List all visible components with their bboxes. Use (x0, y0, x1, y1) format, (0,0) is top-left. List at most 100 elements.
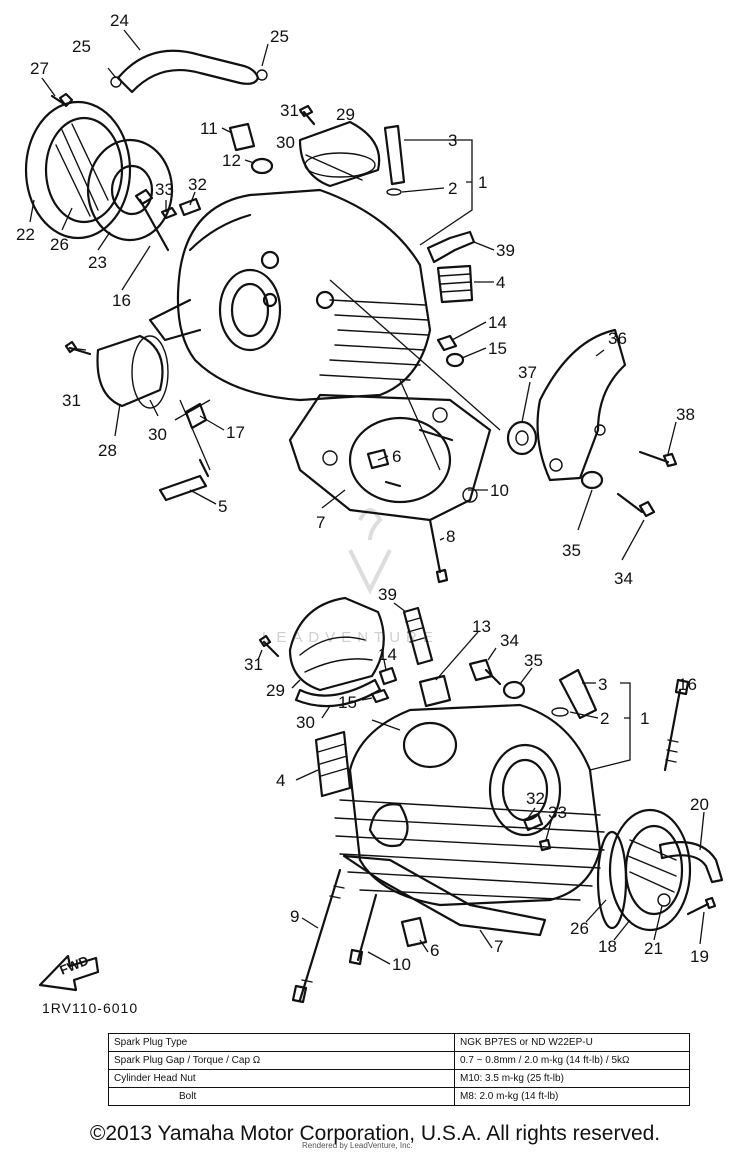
washer (370, 688, 390, 704)
table-row: Spark Plug Gap / Torque / Cap Ω 0.7 ~ 0.… (108, 1051, 690, 1070)
head-gasket (288, 393, 492, 522)
spec-value: M8: 2.0 m-kg (14 ft-lb) (454, 1087, 690, 1106)
callout-label: 37 (518, 363, 537, 382)
gasket-hole (432, 407, 448, 423)
bracket-washer (580, 470, 604, 490)
callout-label: 19 (690, 947, 709, 966)
fwd-label: FWD (58, 953, 91, 978)
spark-plug (402, 606, 434, 666)
intake-port-inner (230, 282, 270, 338)
table-row: Bolt M8: 2.0 m-kg (14 ft-lb) (108, 1087, 690, 1106)
cap-nut (228, 122, 256, 152)
callout-label: 18 (598, 937, 617, 956)
callout-label: 1 (478, 173, 487, 192)
callout-label: 31 (244, 655, 263, 674)
spec-value: NGK BP7ES or ND W22EP-U (454, 1033, 690, 1052)
callout-label: 3 (448, 131, 457, 150)
head-cooling-fins (319, 299, 429, 381)
callout-label: 25 (270, 27, 289, 46)
callout-label: 14 (378, 645, 397, 664)
callout-label: 34 (614, 569, 633, 588)
callout-label: 16 (112, 291, 131, 310)
callout-label: 33 (155, 180, 174, 199)
table-row: Cylinder Head Nut M10: 3.5 m-kg (25 ft-l… (108, 1069, 690, 1088)
callout-label: 16 (678, 675, 697, 694)
spec-label: Spark Plug Gap / Torque / Cap Ω (108, 1051, 455, 1070)
head-fin-left (148, 298, 202, 342)
callout-labels-lower: 39 13 34 35 3 31 14 2 1 16 29 15 30 4 32… (244, 585, 709, 974)
callout-label: 20 (690, 795, 709, 814)
callout-label: 14 (488, 313, 507, 332)
callout-label: 17 (226, 423, 245, 442)
spec-label: Cylinder Head Nut (108, 1069, 455, 1088)
callout-label: 23 (88, 253, 107, 272)
pin-and-plate (522, 812, 552, 852)
callout-label: 32 (188, 175, 207, 194)
callout-label: 4 (276, 771, 285, 790)
gasket-hole (322, 450, 338, 466)
callout-label: 1 (640, 709, 649, 728)
guide (418, 674, 452, 708)
breather-hose (116, 49, 260, 94)
callout-label: 5 (218, 497, 227, 516)
callout-label: 35 (562, 541, 581, 560)
spec-label: Bolt (108, 1087, 455, 1106)
rear-cover-screw (64, 340, 92, 356)
spec-label: Spark Plug Type (108, 1033, 455, 1052)
washer (250, 157, 274, 175)
cylinder-head-block (176, 188, 432, 402)
stud-hole (315, 290, 335, 310)
bracket-rubber (506, 420, 538, 456)
cover-screw (298, 104, 316, 126)
flange-bolt (616, 492, 656, 518)
callout-label: 28 (98, 441, 117, 460)
callout-label: 26 (570, 919, 589, 938)
table-row: Spark Plug Type NGK BP7ES or ND W22EP-U (108, 1033, 690, 1052)
callout-labels-upper: 24 25 25 27 11 31 29 3 30 2 1 12 33 32 2… (16, 11, 695, 588)
callout-label: 38 (676, 405, 695, 424)
sleeve-rings (439, 273, 473, 293)
pin-and-plate (160, 197, 202, 220)
bracket-bolt (638, 450, 678, 468)
cam-cover (298, 120, 381, 188)
side-cover-rim (44, 116, 124, 224)
gasket-bore (348, 416, 452, 504)
callout-label: 34 (500, 631, 519, 650)
callout-label: 11 (200, 119, 218, 138)
washer (502, 680, 526, 700)
callout-label: 22 (16, 225, 35, 244)
callout-label: 7 (494, 937, 503, 956)
callout-label: 8 (446, 527, 455, 546)
intake-port (218, 268, 282, 352)
spec-value: 0.7 ~ 0.8mm / 2.0 m-kg (14 ft-lb) / 5kΩ (454, 1051, 690, 1070)
engine-bracket (536, 328, 627, 482)
cam-cover-gasket (294, 678, 382, 708)
washer (445, 352, 465, 368)
breather-pipe (658, 841, 724, 884)
callout-label: 3 (598, 675, 607, 694)
rear-cover-o-ring (131, 335, 169, 409)
side-gasket (596, 830, 628, 930)
long-bolt (663, 678, 690, 772)
long-stud (428, 518, 449, 584)
long-bolt (134, 188, 170, 252)
gasket-hole (462, 487, 478, 503)
callout-label: 27 (30, 59, 49, 78)
bracket-rubber-hole (515, 430, 529, 446)
valve-guide (383, 124, 406, 186)
nut (436, 334, 458, 352)
clip (657, 893, 671, 907)
head-boss (368, 803, 409, 848)
stud (384, 428, 454, 488)
spec-value: M10: 3.5 m-kg (25 ft-lb) (454, 1069, 690, 1088)
copyright-notice: ©2013 Yamaha Motor Corporation, U.S.A. A… (89, 1122, 661, 1145)
valve-guide (558, 668, 598, 720)
spec-table: Spark Plug Type NGK BP7ES or ND W22EP-U … (108, 1033, 690, 1106)
callout-label: 21 (644, 939, 663, 958)
callout-label: 13 (472, 617, 491, 636)
circlip (551, 707, 569, 717)
stud-hole (262, 292, 278, 308)
callout-label: 30 (296, 713, 315, 732)
